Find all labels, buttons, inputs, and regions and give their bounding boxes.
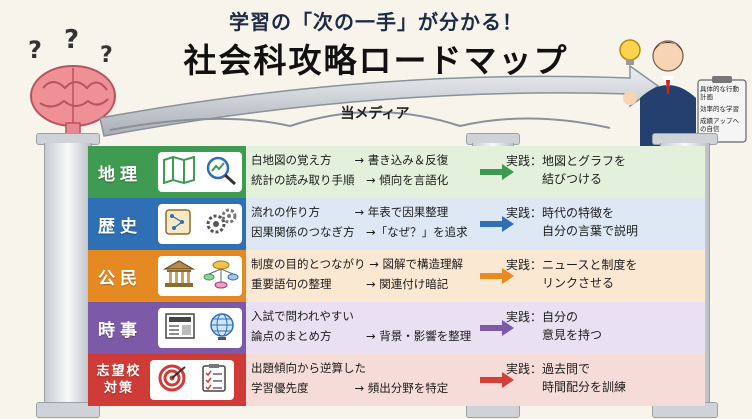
map-icon [162,155,196,188]
newspaper-icon [163,311,197,345]
category-icons [158,204,242,244]
category-label: 公民 [98,268,142,289]
target-icon [156,363,188,397]
bridge-label: 当メディア [340,106,410,122]
svg-text:?: ? [100,43,113,68]
method-lines: 流れの作り方 → 年表で因果整理因果関係のつなぎ方 →「なぜ？」を追求 [251,202,501,242]
roadmap-row: 地理白地図の覚え方 → 書き込み＆反復統計の読み取り手順 → 傾向を言語化実践：… [88,146,705,198]
category-header: 地理 [88,146,246,198]
method-line: 白地図の覚え方 → 書き込み＆反復 [251,153,449,167]
practice-line: リンクさせる [506,276,615,290]
practice-text: 実践：自分の 意見を持つ [506,308,706,344]
row-arrow-icon [480,372,514,388]
category-label: 地理 [98,164,142,185]
row-arrow-icon [480,268,514,284]
practice-line: 実践：地図とグラフを [506,154,627,168]
method-line: 因果関係のつなぎ方 →「なぜ？」を追求 [251,225,468,239]
presenter-icon [619,39,747,146]
category-icons [158,256,242,296]
bridge-arrow [99,64,660,137]
checklist: 具体的な行動計画 効率的な学習 成績アップへの自信 [700,85,744,133]
category-label: 時事 [98,320,142,341]
government-building-icon [162,259,196,293]
svg-text:?: ? [28,36,42,64]
page-subtitle: 学習の「次の一手」が分かる！ [229,10,523,34]
method-line: 統計の読み取り手順 → 傾向を言語化 [251,173,449,187]
method-line: 出題傾向から逆算した [251,361,366,375]
row-arrow-icon [480,320,514,336]
practice-text: 実践：地図とグラフを 結びつける [506,152,706,188]
checklist-item: 具体的な行動計画 [700,85,739,101]
practice-line: 時間配分を訓練 [506,380,627,394]
method-line: 入試で問われやすい [251,309,354,323]
category-label: 志望校対策 [88,363,146,397]
practice-line: 意見を持つ [506,328,603,342]
brain-icon: ? ? ? [28,28,116,136]
category-icons [150,360,234,400]
category-label-line: 志望校 [96,364,142,379]
category-header: 時事 [88,302,246,354]
practice-line: 結びつける [506,172,603,186]
roadmap-row: 志望校対策出題傾向から逆算した学習優先度 → 頻出分野を特定実践：過去問で 時間… [88,354,705,406]
scroll-timeline-icon [162,207,196,241]
method-lines: 入試で問われやすい論点のまとめ方 → 背景・影響を整理 [251,306,501,346]
method-line: 学習優先度 → 頻出分野を特定 [251,381,449,395]
gears-icon [204,207,238,241]
category-header: 歴史 [88,198,246,250]
magnifier-chart-icon [204,155,238,189]
method-line: 流れの作り方 → 年表で因果整理 [251,205,449,219]
svg-text:?: ? [64,28,79,55]
pillar-left-base [36,402,100,418]
category-header: 公民 [88,250,246,302]
row-arrow-icon [480,164,514,180]
method-line: 制度の目的とつながり → 図解で構造理解 [251,257,463,271]
checklist-item: 成績アップへの自信 [700,117,739,133]
category-label-line: 対策 [103,381,134,396]
practice-line: 実践：自分の [506,310,579,324]
row-arrow-icon [480,216,514,232]
practice-line: 自分の言葉で説明 [506,224,639,238]
roadmap-row: 時事入試で問われやすい論点のまとめ方 → 背景・影響を整理実践：自分の 意見を持… [88,302,705,354]
practice-text: 実践：過去問で 時間配分を訓練 [506,360,706,396]
page-title: 社会科攻略ロードマップ [183,41,569,80]
method-lines: 白地図の覚え方 → 書き込み＆反復統計の読み取り手順 → 傾向を言語化 [251,150,501,190]
roadmap-row: 公民制度の目的とつながり → 図解で構造理解重要語句の整理 → 関連付け暗記実践… [88,250,705,302]
pillar-left [44,143,92,405]
practice-line: 実践：時代の特徴を [506,206,615,220]
checklist-item: 効率的な学習 [700,105,739,113]
practice-text: 実践：時代の特徴を 自分の言葉で説明 [506,204,706,240]
category-icons [158,152,242,192]
category-header: 志望校対策 [88,354,246,406]
roadmap-row: 歴史流れの作り方 → 年表で因果整理因果関係のつなぎ方 →「なぜ？」を追求実践：… [88,198,705,250]
category-label: 歴史 [98,216,142,237]
method-line: 重要語句の整理 → 関連付け暗記 [251,277,449,291]
checklist-icon [199,363,229,397]
lightbulb-icon [619,39,641,61]
method-lines: 出題傾向から逆算した学習優先度 → 頻出分野を特定 [251,358,501,398]
practice-line: 実践：過去問で [506,362,591,376]
practice-line: 実践：ニュースと制度を [506,258,638,272]
globe-icon [206,311,238,345]
method-lines: 制度の目的とつながり → 図解で構造理解重要語句の整理 → 関連付け暗記 [251,254,501,294]
practice-text: 実践：ニュースと制度を リンクさせる [506,256,706,292]
concept-map-icon [203,259,239,293]
method-line: 論点のまとめ方 → 背景・影響を整理 [251,329,472,343]
category-icons [158,308,242,348]
